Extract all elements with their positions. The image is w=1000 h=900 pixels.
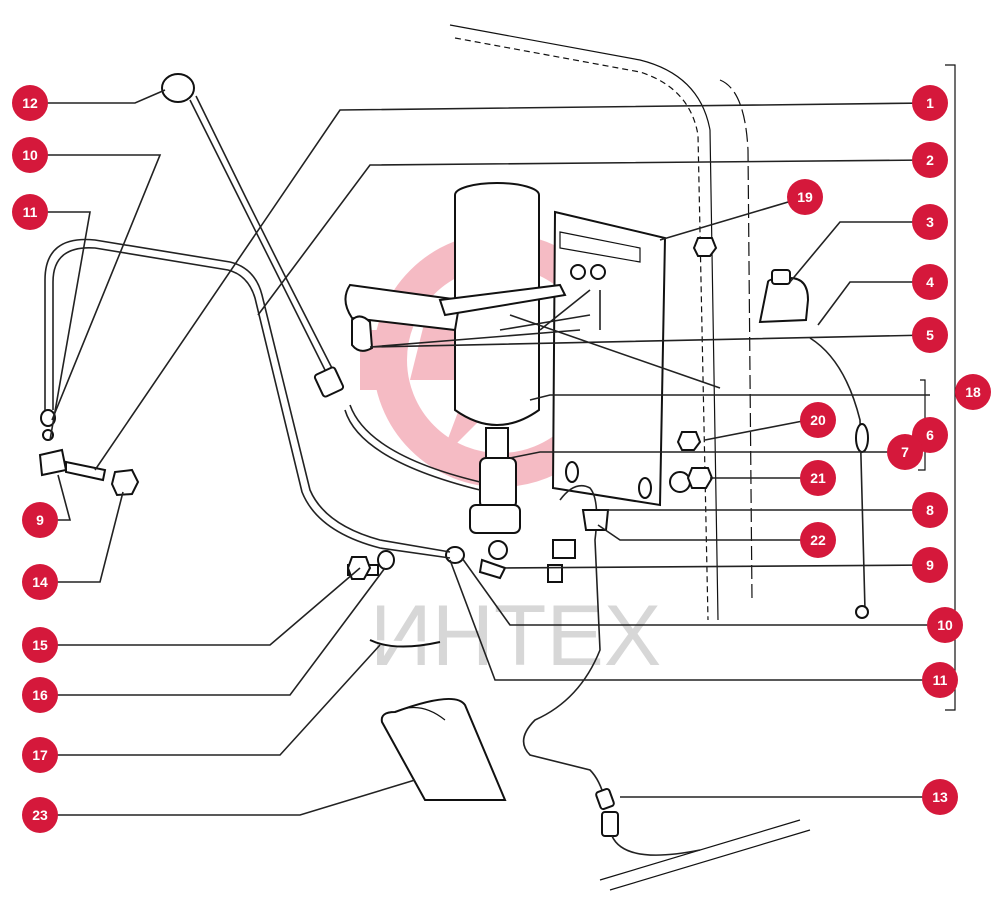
body-panel-outline — [449, 24, 956, 891]
callout-15-label: 15 — [32, 637, 48, 653]
callout-12: 12 — [12, 85, 48, 121]
callout-17-label: 17 — [32, 747, 48, 763]
callout-19-label: 19 — [797, 189, 813, 205]
callout-22: 22 — [800, 522, 836, 558]
filter-clamp — [344, 283, 567, 352]
callout-11-left: 11 — [12, 194, 48, 230]
callout-9-left: 9 — [22, 502, 58, 538]
callout-7: 7 — [887, 434, 923, 470]
fuel-tank-pad — [380, 697, 507, 801]
callout-9-left-label: 9 — [36, 512, 44, 528]
callout-23: 23 — [22, 797, 58, 833]
callout-22-label: 22 — [810, 532, 826, 548]
callout-1-label: 1 — [926, 95, 934, 111]
callout-4-label: 4 — [926, 274, 934, 290]
callout-11-left-label: 11 — [23, 204, 38, 220]
callout-18-label: 18 — [965, 384, 981, 400]
callout-7-label: 7 — [901, 444, 909, 460]
callout-3-label: 3 — [926, 214, 934, 230]
leader-lines — [30, 89, 931, 816]
watermark-text: ИНТЕХ — [370, 588, 661, 684]
callout-16: 16 — [22, 677, 58, 713]
callout-17: 17 — [22, 737, 58, 773]
callout-21-label: 21 — [810, 470, 826, 486]
callout-10-left: 10 — [12, 137, 48, 173]
callout-11-right-label: 11 — [933, 672, 948, 688]
callout-20: 20 — [800, 402, 836, 438]
callout-5-label: 5 — [926, 327, 934, 343]
callout-19: 19 — [787, 179, 823, 215]
callout-23-label: 23 — [32, 807, 48, 823]
small-fasteners — [38, 237, 810, 648]
callout-2-label: 2 — [926, 152, 934, 168]
callout-10-right: 10 — [927, 607, 963, 643]
callout-10-right-label: 10 — [937, 617, 953, 633]
callout-8-label: 8 — [926, 502, 934, 518]
callout-13: 13 — [922, 779, 958, 815]
callout-3: 3 — [912, 204, 948, 240]
callout-14: 14 — [22, 564, 58, 600]
callout-21: 21 — [800, 460, 836, 496]
callout-8: 8 — [912, 492, 948, 528]
callout-1: 1 — [912, 85, 948, 121]
callout-10-left-label: 10 — [22, 147, 38, 163]
callout-15: 15 — [22, 627, 58, 663]
callout-20-label: 20 — [810, 412, 826, 428]
callout-4: 4 — [912, 264, 948, 300]
callout-6-label: 6 — [926, 427, 934, 443]
pipes-and-wires — [44, 73, 869, 856]
callout-9-right-label: 9 — [926, 557, 934, 573]
callout-13-label: 13 — [932, 789, 948, 805]
callout-9-right: 9 — [912, 547, 948, 583]
callout-16-label: 16 — [32, 687, 48, 703]
callout-18: 18 — [955, 374, 991, 410]
callout-2: 2 — [912, 142, 948, 178]
callout-11-right: 11 — [922, 662, 958, 698]
callout-14-label: 14 — [32, 574, 48, 590]
callout-5: 5 — [912, 317, 948, 353]
mounting-bracket — [551, 210, 667, 507]
callout-12-label: 12 — [22, 95, 38, 111]
fuel-filter-canister — [454, 182, 540, 560]
